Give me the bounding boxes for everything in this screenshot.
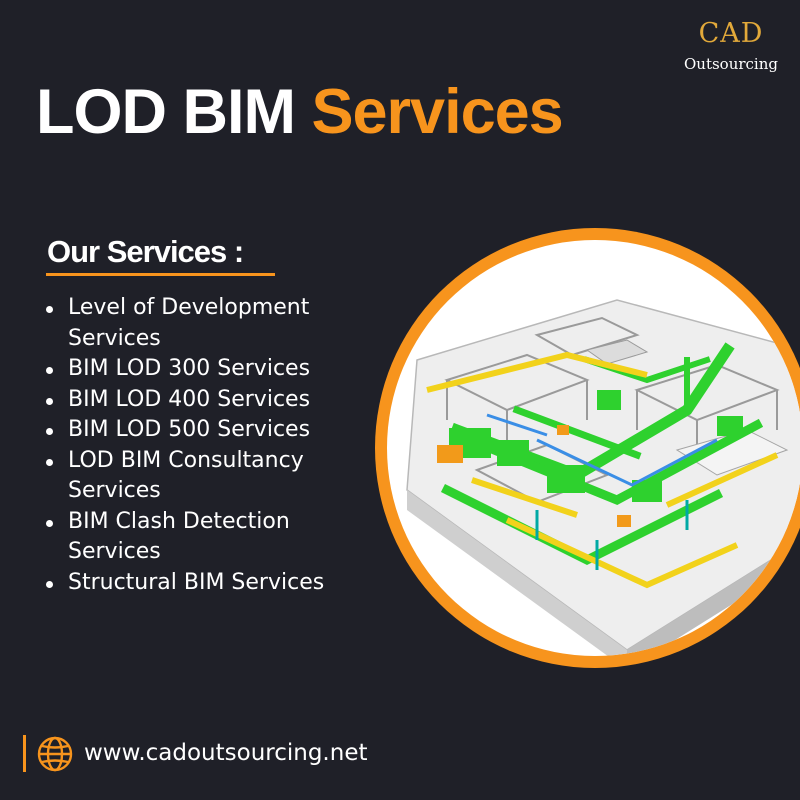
- list-item: LOD BIM Consultancy Services: [42, 446, 372, 507]
- logo-cad-text: CAD: [698, 18, 764, 49]
- bim-model-frame: [375, 228, 800, 668]
- title-white-part: LOD BIM: [36, 77, 296, 147]
- list-item: BIM Clash Detection Services: [42, 507, 372, 568]
- list-item: Structural BIM Services: [42, 568, 372, 599]
- page-title: LOD BIM Services: [36, 72, 564, 152]
- list-item: Level of Development Services: [42, 293, 372, 354]
- footer-accent-bar: [23, 735, 26, 772]
- title-orange-part: Services: [311, 77, 563, 147]
- bim-model-illustration: [406, 299, 800, 656]
- services-heading: Our Services :: [47, 234, 244, 269]
- list-item: BIM LOD 500 Services: [42, 415, 372, 446]
- logo-outsourcing-text: Outsourcing: [683, 55, 778, 73]
- bim-model-image: [387, 240, 800, 656]
- website-link[interactable]: www.cadoutsourcing.net: [84, 740, 368, 766]
- service-list: Level of Development Services BIM LOD 30…: [42, 293, 372, 598]
- globe-icon: [37, 736, 73, 772]
- heading-underline: [46, 273, 275, 276]
- list-item: BIM LOD 400 Services: [42, 385, 372, 416]
- list-item: BIM LOD 300 Services: [42, 354, 372, 385]
- logo: CAD Outsourcing: [684, 18, 778, 74]
